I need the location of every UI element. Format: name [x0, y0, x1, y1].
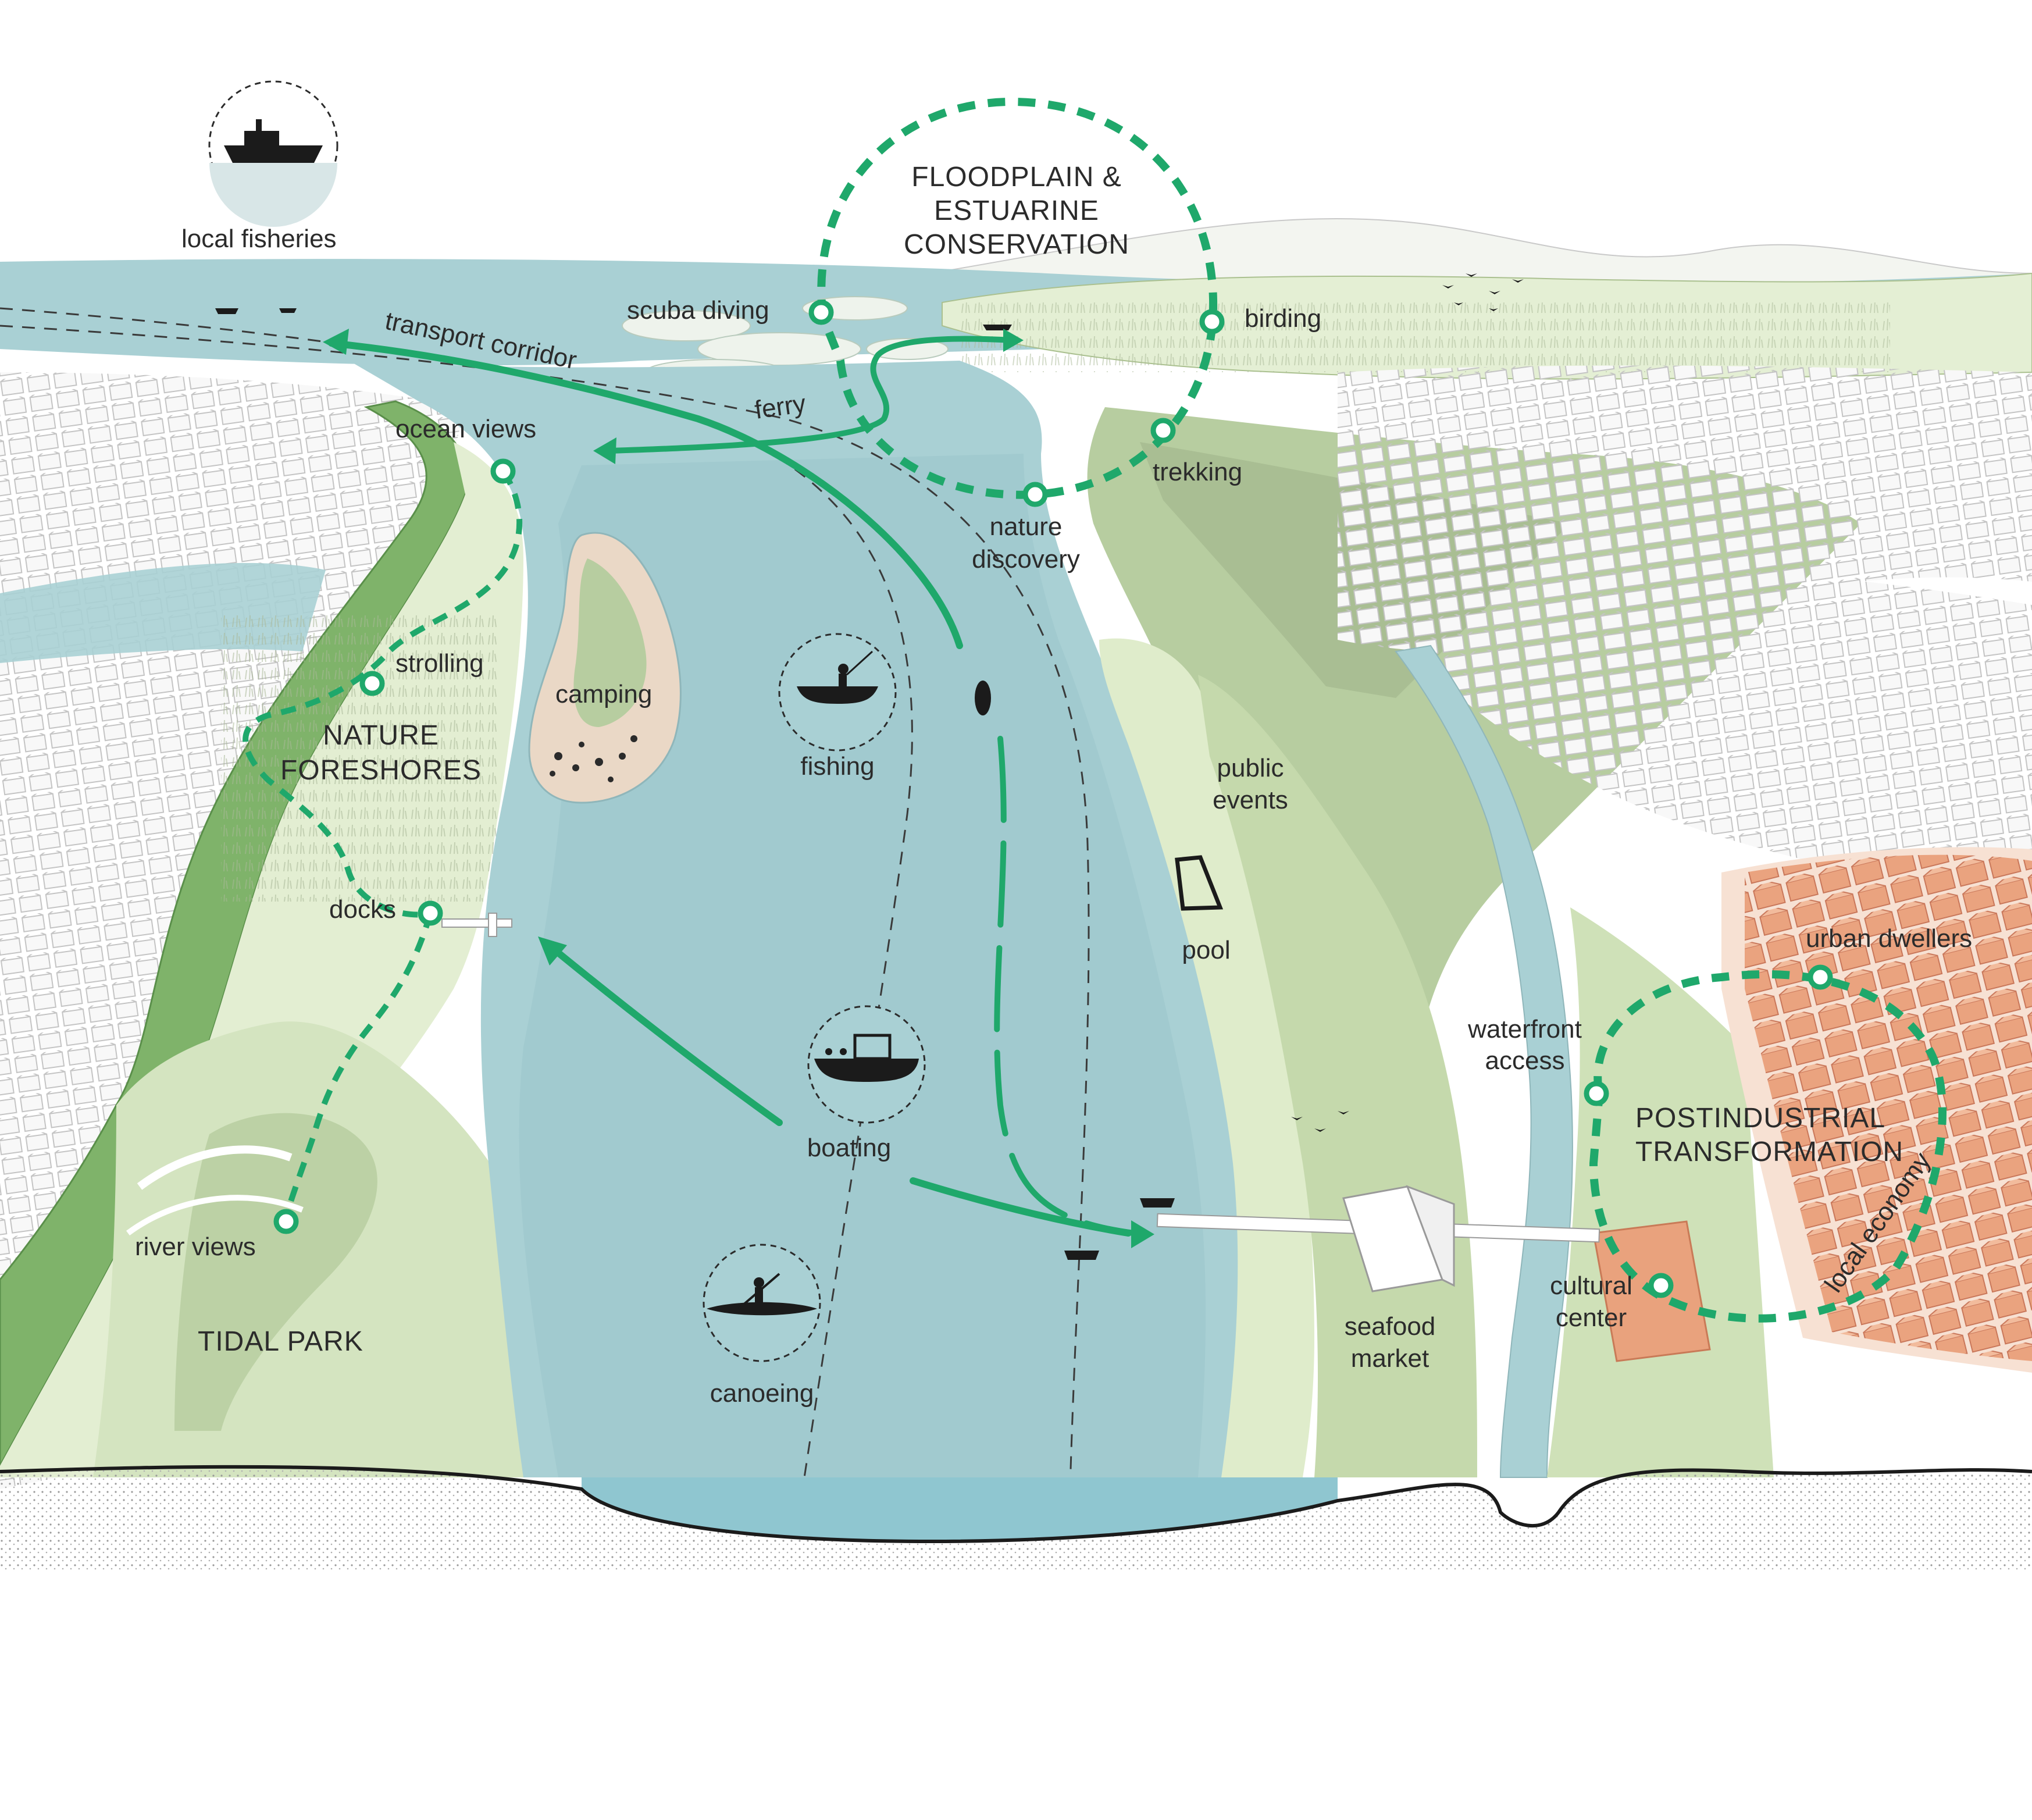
route-boating-docks	[549, 945, 783, 1126]
label-waterfront-access-2: access	[1485, 1046, 1565, 1075]
label-seafood-market-1: seafood	[1345, 1312, 1436, 1341]
node-river-views	[273, 1209, 299, 1234]
path-nature-foreshores	[243, 469, 523, 918]
label-ocean-views: ocean views	[395, 415, 536, 443]
ground-section-water	[582, 1477, 1338, 1541]
pool-outline-icon	[1175, 855, 1224, 911]
label-fishing: fishing	[800, 752, 874, 781]
route-ferry	[608, 336, 1015, 454]
loop-floodplain	[817, 97, 1218, 499]
label-trekking: trekking	[1153, 458, 1242, 486]
label-waterfront-access-1: waterfront	[1467, 1015, 1582, 1043]
fishing-boat-icon	[215, 308, 1175, 1260]
node-strolling	[359, 671, 385, 696]
kayaker-icon	[703, 1244, 821, 1362]
label-pool: pool	[1182, 936, 1230, 964]
label-cultural-center-1: cultural	[1550, 1271, 1632, 1300]
label-canoeing: canoeing	[710, 1379, 814, 1408]
label-public-events-2: events	[1213, 786, 1288, 814]
route-transport-corridor	[328, 340, 963, 649]
ground-section	[0, 1466, 2032, 1570]
label-postindustrial-2: TRANSFORMATION	[1635, 1137, 1903, 1167]
node-ocean-views	[490, 458, 516, 484]
label-ferry: ferry	[753, 389, 808, 425]
node-trekking	[1150, 418, 1176, 443]
node-cultural-center	[1648, 1273, 1674, 1298]
label-public-events-1: public	[1217, 754, 1284, 782]
label-nature-discovery-1: nature	[990, 512, 1063, 541]
node-docks	[418, 900, 443, 926]
label-boating: boating	[807, 1134, 891, 1162]
route-main-river	[994, 736, 1137, 1236]
arrowhead-ferry	[593, 437, 616, 464]
label-strolling: strolling	[395, 649, 484, 678]
motorboat-icon	[807, 1005, 926, 1124]
label-floodplain-3: CONSERVATION	[904, 229, 1129, 260]
node-waterfront-access	[1584, 1081, 1609, 1106]
label-scuba-diving: scuba diving	[627, 296, 769, 325]
node-scuba-diving	[808, 300, 834, 325]
bird-flock-icon	[1291, 273, 1524, 1132]
label-river-views: river views	[135, 1233, 256, 1261]
label-urban-dwellers: urban dwellers	[1806, 924, 1972, 953]
label-local-fisheries: local fisheries	[181, 225, 337, 253]
public-events-land	[1099, 638, 1314, 1477]
activity-routes	[243, 97, 1947, 1323]
label-camping: camping	[555, 680, 652, 708]
route-boating-pier	[910, 1177, 1132, 1237]
label-nature-foreshores-2: FORESHORES	[280, 755, 482, 786]
path-tidal-park	[282, 912, 433, 1223]
ground-section-line	[0, 1465, 2032, 1544]
camping-tents	[550, 735, 637, 782]
node-nature-discovery	[1022, 482, 1048, 507]
route-nodes	[273, 300, 1833, 1298]
label-nature-discovery-2: discovery	[972, 545, 1080, 574]
labels: local fisheries FLOODPLAIN & ESTUARINE C…	[135, 162, 1972, 1408]
label-nature-foreshores-1: NATURE	[323, 720, 439, 751]
rowboat-angler-icon	[778, 633, 897, 751]
loop-postindustrial	[1589, 970, 1947, 1323]
label-seafood-market-2: market	[1351, 1344, 1429, 1373]
label-floodplain-1: FLOODPLAIN &	[911, 162, 1121, 193]
label-docks: docks	[329, 895, 396, 924]
arrowhead-transport	[323, 329, 349, 355]
local-fisheries-icon	[208, 80, 338, 227]
node-birding	[1199, 309, 1225, 334]
label-birding: birding	[1245, 304, 1321, 333]
label-floodplain-2: ESTUARINE	[934, 195, 1099, 226]
label-cultural-center-2: center	[1556, 1303, 1627, 1332]
label-tidal-park: TIDAL PARK	[198, 1326, 363, 1357]
label-postindustrial-1: POSTINDUSTRIAL	[1635, 1103, 1885, 1134]
node-urban-dwellers	[1808, 964, 1833, 990]
